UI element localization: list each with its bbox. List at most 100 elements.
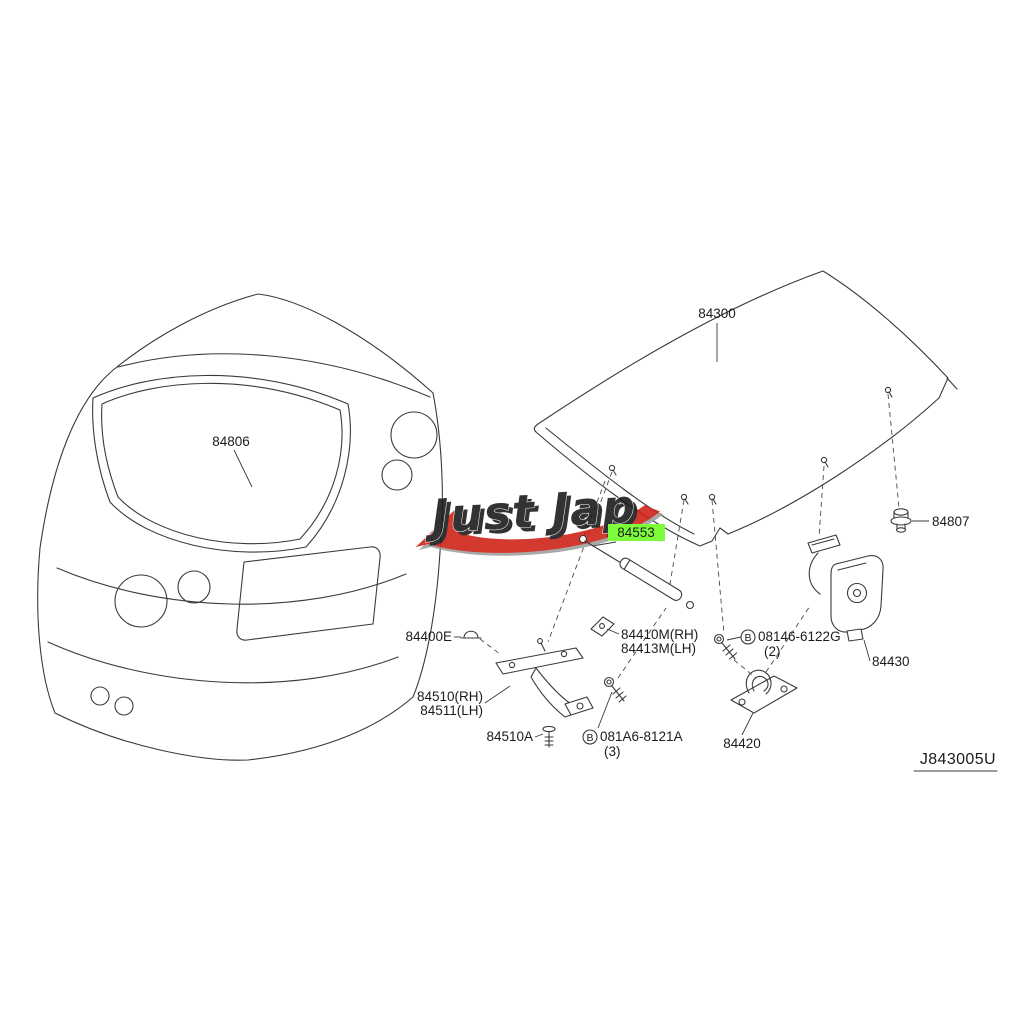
striker-base: [730, 675, 798, 714]
label-08146: 08146-6122G: [758, 629, 841, 644]
label-84413M: 84413M(LH): [621, 641, 696, 656]
spoiler-line: [117, 353, 431, 398]
highlight-84553: [608, 524, 665, 541]
hinge-hole: [508, 661, 516, 669]
trunk-hinge: [495, 638, 594, 718]
bolt-shaft: [611, 685, 625, 702]
lock-lever: [837, 562, 867, 571]
label-84400E: 84400E: [405, 629, 452, 644]
watermark-swoosh: [421, 505, 660, 553]
label-081A6-qty: (3): [604, 744, 621, 759]
drawing-code: J843005U: [920, 751, 996, 768]
grommet: [890, 508, 912, 533]
b-circle: [740, 629, 756, 645]
dash-line: [765, 605, 811, 673]
stay-rod: [584, 540, 627, 567]
clip-tail: [888, 391, 893, 398]
grommet-tip: [895, 527, 907, 533]
dash-line: [667, 499, 685, 597]
hinge-stud: [540, 642, 546, 652]
car-rear-view: [37, 293, 443, 761]
watermark-arrow: [415, 509, 464, 548]
leader-081A6: [597, 691, 613, 729]
taillight-right-outer: [390, 411, 438, 459]
b-symbol: B: [586, 732, 593, 744]
bolt-08146: [713, 633, 738, 660]
watermark-text: Just Jap: [422, 479, 637, 544]
hinge-bar: [495, 647, 584, 675]
lock-body: [830, 555, 884, 633]
watermark-text-shadow: Just Jap: [427, 483, 642, 548]
watermark: Just Jap Just Jap: [415, 478, 664, 556]
leader-84510A: [534, 733, 544, 738]
cap-dome: [463, 630, 479, 639]
clip-head: [680, 493, 688, 501]
lock-tab: [846, 628, 864, 642]
clip-tail: [712, 498, 717, 505]
bumper-crease-lower: [47, 641, 399, 684]
license-plate-recess: [236, 546, 381, 641]
stay-collar: [623, 559, 631, 570]
bumper-crease-upper: [56, 567, 407, 605]
exhaust-tip-left: [90, 686, 110, 706]
leader-84806: [233, 449, 253, 488]
label-84510: 84510(RH): [417, 689, 483, 704]
dash-line: [818, 465, 825, 538]
stay-bracket: [590, 616, 615, 637]
labels: 84806 84300 84807 84553 84400E 84410M(RH…: [212, 306, 969, 759]
taillight-right-inner: [381, 459, 413, 491]
lock-drum: [846, 582, 868, 604]
parts: [460, 508, 912, 748]
gas-stay: [578, 534, 695, 610]
panel-clips: [608, 386, 893, 505]
taillight-left-inner: [177, 570, 211, 604]
striker-loop-inner: [751, 675, 769, 692]
label-08146-qty: (2): [764, 644, 781, 659]
clip-glyph: [884, 386, 893, 398]
leader-84553: [591, 541, 617, 547]
lock-switch: [807, 534, 841, 554]
dash-line: [733, 659, 757, 679]
clip-head: [708, 493, 716, 501]
label-84410M: 84410M(RH): [621, 627, 698, 642]
bracket-hole: [599, 623, 605, 629]
hinge-bolt: [542, 725, 556, 748]
striker-loop-outer: [745, 669, 772, 695]
label-84511: 84511(LH): [420, 703, 483, 718]
leader-84510: [484, 685, 511, 704]
label-84420: 84420: [723, 736, 761, 751]
dash-line: [479, 638, 501, 655]
bolt-head: [713, 633, 725, 645]
hinge-foot: [564, 696, 594, 716]
hinge-hole: [560, 650, 568, 658]
leader-84420: [741, 712, 754, 736]
dash-line: [711, 499, 725, 635]
striker-hole: [780, 685, 788, 693]
clip-glyph: [680, 493, 689, 505]
bolt-head-inner: [716, 636, 722, 642]
bolt-threads: [612, 687, 627, 703]
stay-cylinder: [619, 557, 683, 601]
b-symbol: B: [744, 632, 751, 644]
lock-drum-center: [852, 588, 862, 598]
clip-head: [884, 386, 892, 394]
car-silhouette: [37, 293, 443, 761]
label-84430: 84430: [872, 654, 910, 669]
lock-cable: [808, 552, 821, 595]
label-081A6: 081A6-8121A: [600, 729, 683, 744]
leader-08146: [726, 636, 742, 641]
hinge-foot-hole: [576, 702, 584, 710]
leader-84410M: [606, 628, 620, 635]
clip-head: [608, 464, 616, 472]
bolt-head-inner: [606, 679, 612, 685]
dash-line: [887, 393, 900, 509]
striker-hole: [738, 698, 746, 706]
label-84807: 84807: [932, 514, 970, 529]
label-84806: 84806: [212, 434, 250, 449]
drawing-code-block: J843005U: [913, 751, 998, 772]
trunk-opening-outer: [92, 374, 351, 553]
cap-part: [460, 630, 482, 639]
label-84300: 84300: [698, 306, 736, 321]
